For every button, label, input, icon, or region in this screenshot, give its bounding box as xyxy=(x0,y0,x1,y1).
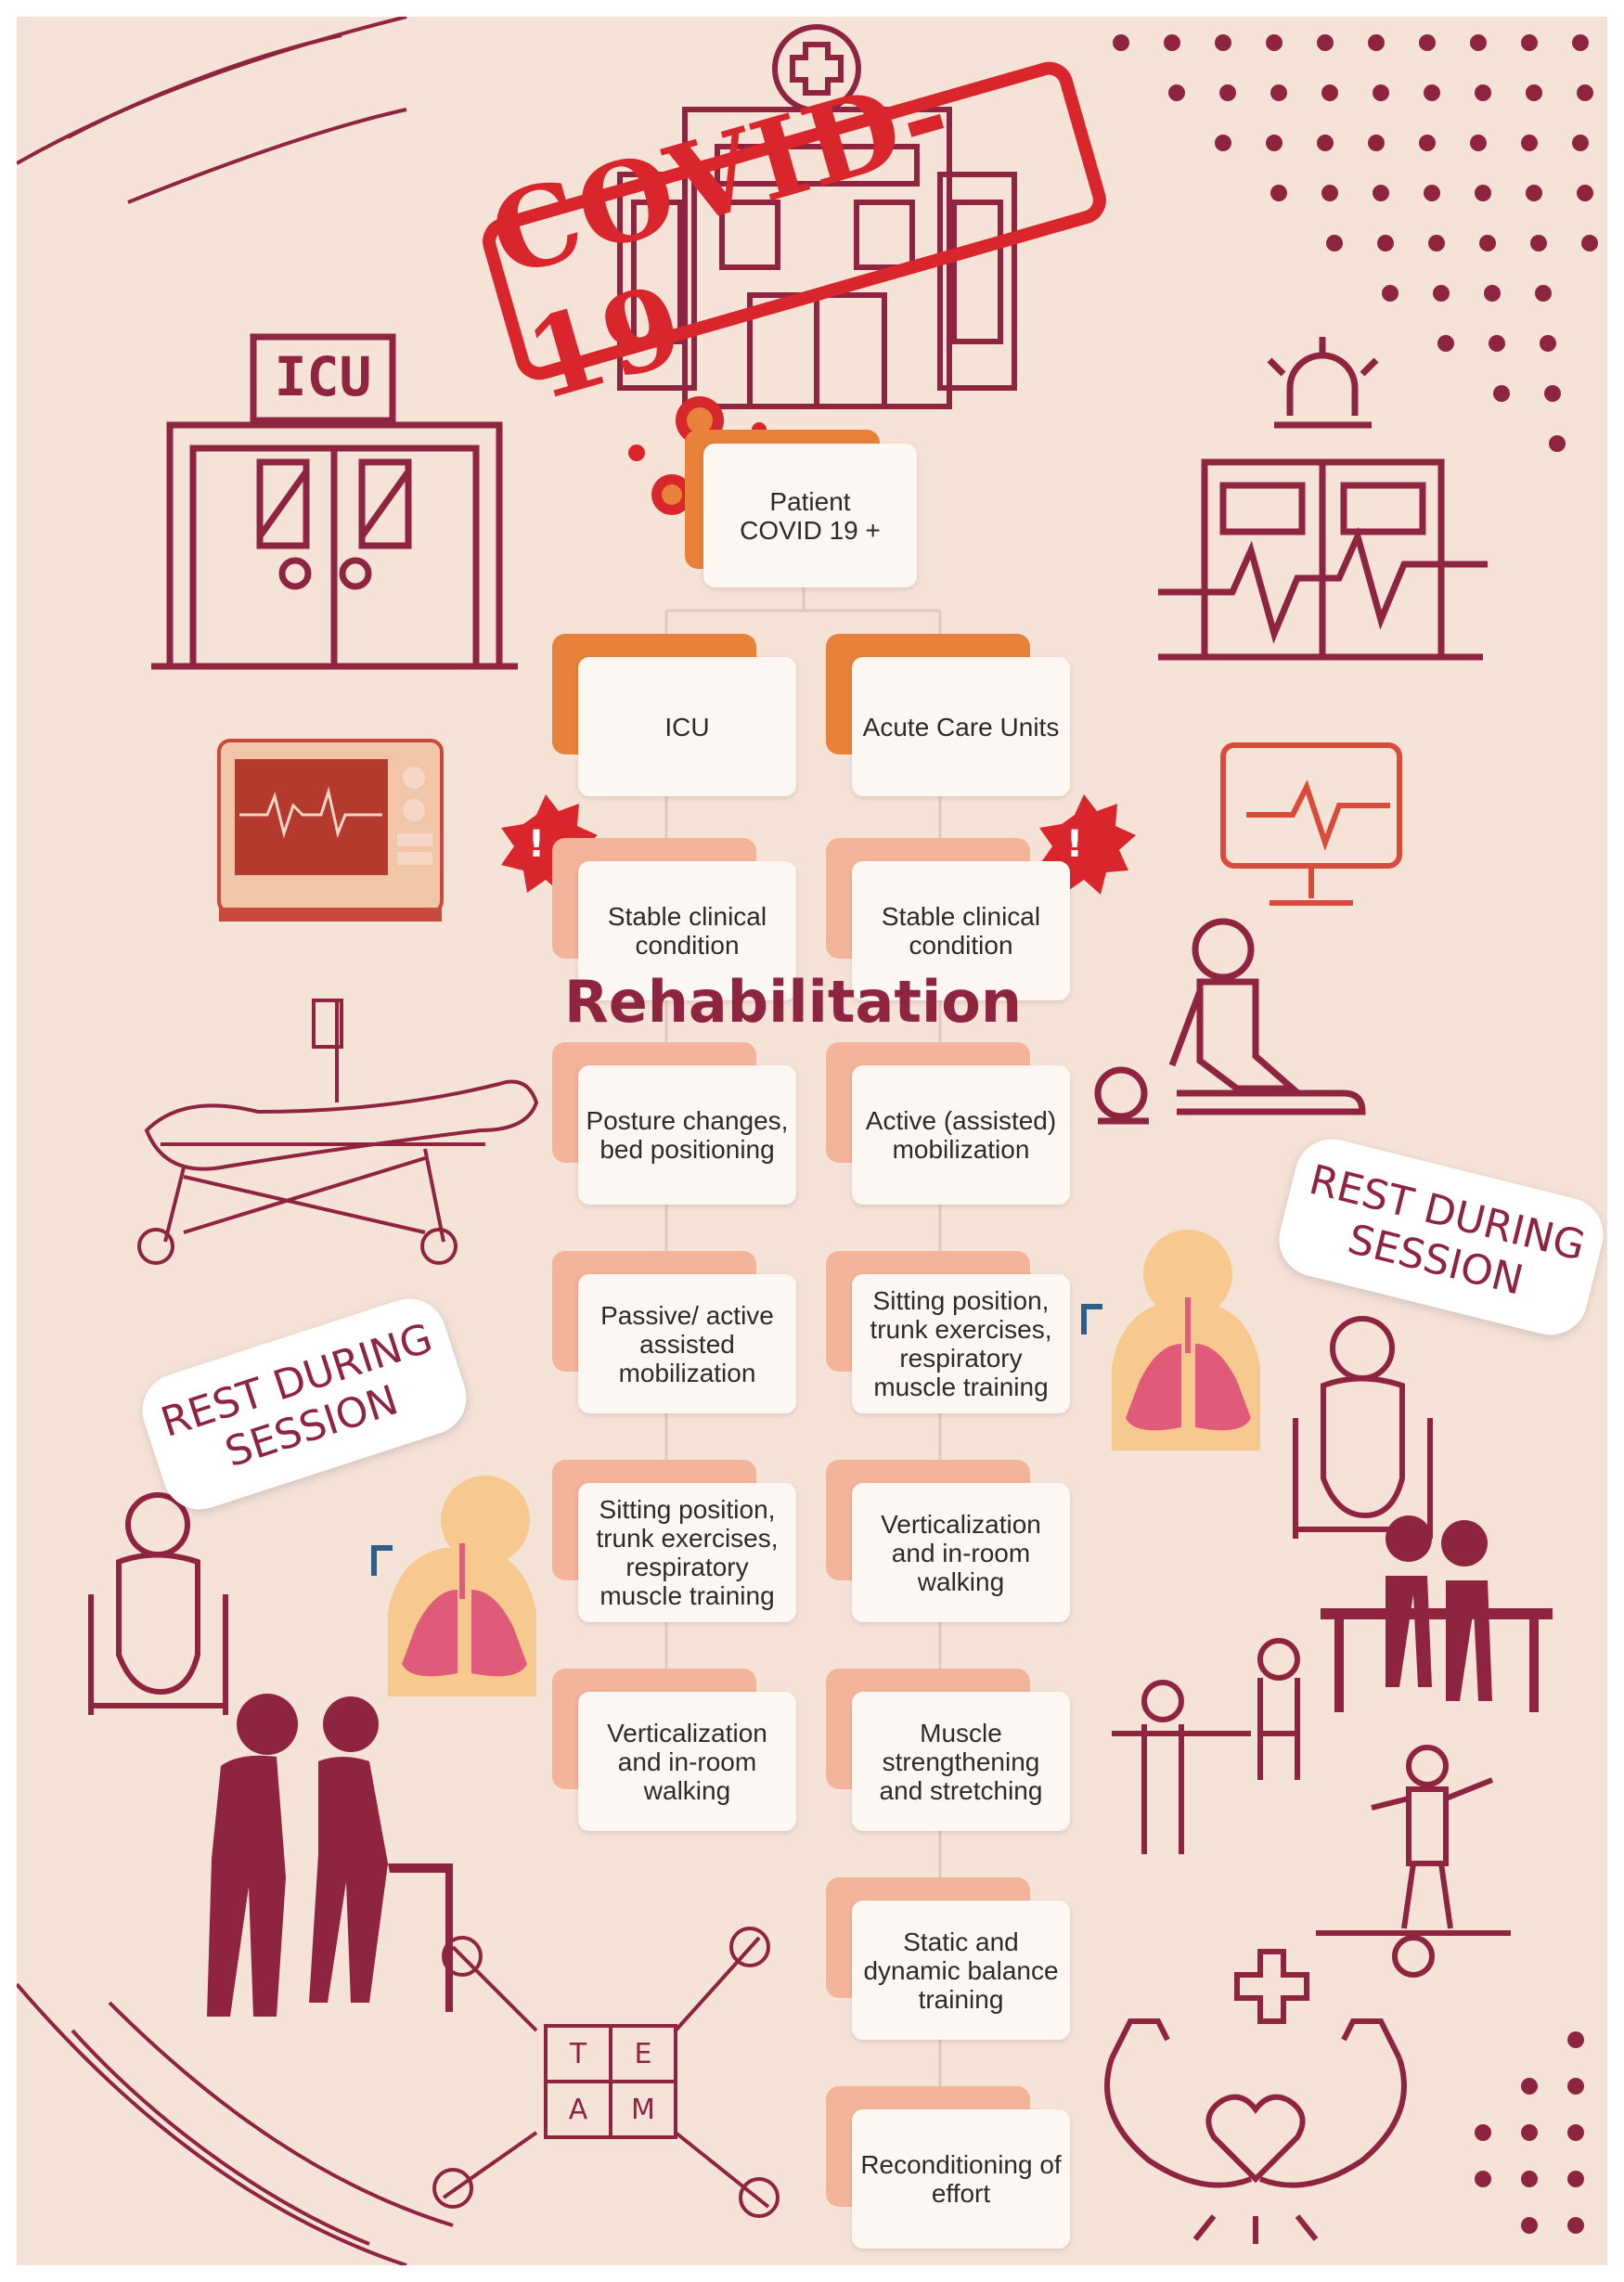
step-node: Active (assisted) mobilization xyxy=(826,1042,1070,1205)
infographic-canvas: ICU xyxy=(17,17,1607,2265)
root-node-label: Patient COVID 19 + xyxy=(740,486,881,545)
step-label: Sitting position, trunk exercises, respi… xyxy=(596,1495,779,1610)
step-node: Posture changes, bed positioning xyxy=(552,1042,796,1205)
breathing-lungs-icon-left xyxy=(371,1476,536,1696)
balance-board-icon xyxy=(1316,1745,1511,1978)
strong-heart-icon xyxy=(1104,1949,1407,2244)
step-node: Muscle strengthening and stretching xyxy=(826,1669,1070,1831)
rehabilitation-title: Rehabilitation xyxy=(564,968,1023,1036)
root-node: Patient COVID 19 + xyxy=(685,430,917,587)
corner-curves-top xyxy=(17,17,407,204)
vital-monitor-icon xyxy=(217,739,444,922)
branch-label-acute: Acute Care Units xyxy=(862,712,1060,741)
step-label: Sitting position, trunk exercises, respi… xyxy=(870,1286,1052,1401)
step-label: Muscle strengthening and stretching xyxy=(879,1718,1043,1805)
heartbeat-monitor-icon xyxy=(1220,742,1402,906)
stable-label-acute: Stable clinical condition xyxy=(881,902,1041,960)
step-node: Sitting position, trunk exercises, respi… xyxy=(552,1460,796,1622)
step-node: Passive/ active assisted mobilization xyxy=(552,1251,796,1413)
emergency-siren-icon xyxy=(1158,337,1488,661)
dot-pattern-top-right xyxy=(1113,34,1598,452)
corner-curves-bottom xyxy=(17,1982,454,2265)
stable-label-icu: Stable clinical condition xyxy=(607,902,767,960)
step-label: Static and dynamic balance training xyxy=(863,1927,1059,2014)
icu-building-icon xyxy=(151,333,518,670)
team-letters: T E A M xyxy=(569,2038,655,2126)
dot-pattern-bottom-right xyxy=(1475,2031,1584,2234)
step-node: Verticalization and in-room walking xyxy=(826,1460,1070,1622)
hospital-building-icon xyxy=(617,24,1017,409)
stable-node-acute: Stable clinical condition xyxy=(826,838,1070,1000)
branch-node-acute: Acute Care Units xyxy=(826,634,1070,796)
team-puzzle-icon xyxy=(432,1927,780,2218)
step-node: Sitting position, trunk exercises, respi… xyxy=(826,1251,1070,1413)
wheelchair-person-icon-right xyxy=(1293,1316,1433,1539)
step-node: Static and dynamic balance training xyxy=(826,1877,1070,2040)
step-label: Verticalization and in-room walking xyxy=(607,1718,767,1805)
team-letter: E xyxy=(635,2038,652,2070)
stable-node-icu: Stable clinical condition xyxy=(552,838,796,1000)
step-node: Verticalization and in-room walking xyxy=(552,1669,796,1831)
step-label: Posture changes, bed positioning xyxy=(586,1106,789,1164)
branch-node-icu: ICU xyxy=(552,634,796,796)
step-label: Verticalization and in-room walking xyxy=(881,1509,1041,1596)
physio-exercise-icon xyxy=(1094,918,1366,1125)
team-letter: A xyxy=(569,2094,588,2126)
walker-assist-icon xyxy=(207,1694,453,2017)
wheelchair-person-icon xyxy=(88,1492,228,1715)
therapist-assist-icon xyxy=(1321,1515,1553,1712)
hospital-bed-icon xyxy=(137,999,539,1265)
team-letter: T xyxy=(569,2038,587,2070)
svg-text:!: ! xyxy=(1066,823,1083,866)
step-label: Passive/ active assisted mobilization xyxy=(600,1300,774,1387)
decorations: ICU xyxy=(17,17,1598,2265)
breathing-lungs-icon xyxy=(1081,1230,1260,1450)
branch-label-icu: ICU xyxy=(664,712,710,741)
icu-sign-text: ICU xyxy=(275,345,372,408)
svg-text:!: ! xyxy=(528,823,545,866)
therapist-assist-icon-2 xyxy=(1112,1638,1300,1854)
step-label: Active (assisted) mobilization xyxy=(865,1106,1057,1164)
team-letter: M xyxy=(631,2094,655,2126)
step-label: Reconditioning of effort xyxy=(860,2150,1062,2208)
step-node: Reconditioning of effort xyxy=(826,2086,1070,2249)
